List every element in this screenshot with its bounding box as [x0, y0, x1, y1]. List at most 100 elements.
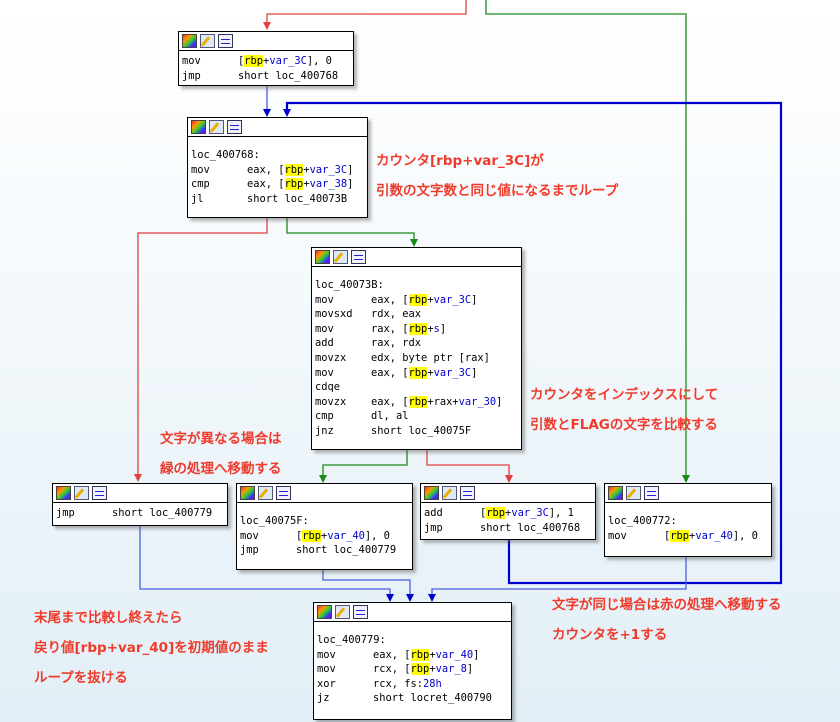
code-line[interactable]: mov[rbp+var_40], 0 [240, 529, 412, 544]
xref-list-icon[interactable] [276, 486, 291, 500]
highlighted-register: rbp [244, 55, 264, 67]
operand-text: short loc_400779 [112, 507, 213, 519]
block-jmp-400779[interactable]: jmp short loc_400779 [52, 483, 228, 526]
code-line[interactable]: add[rbp+var_3C], 1 [424, 506, 595, 521]
operand-text: short locret_400790 [373, 692, 492, 705]
operand-text: rcx, fs: [373, 677, 424, 690]
operand-text: eax, [ [371, 366, 409, 379]
stack-variable: var_40 [435, 648, 474, 661]
xref-list-icon[interactable] [460, 486, 475, 500]
instruction-mnemonic: jmp [56, 507, 75, 519]
block-loc_400772[interactable]: loc_400772: mov[rbp+var_40], 0 [604, 483, 772, 557]
block-toolbar [237, 484, 412, 503]
edit-pencil-icon[interactable] [626, 486, 641, 500]
operand-text: eax, [ [247, 178, 285, 191]
edit-pencil-icon[interactable] [442, 486, 457, 500]
graph-color-icon[interactable] [182, 34, 197, 48]
operand-text: + [429, 663, 436, 676]
xref-list-icon[interactable] [218, 34, 233, 48]
operand-text: ], 1 [548, 507, 574, 519]
xref-list-icon[interactable] [227, 120, 242, 134]
block-label[interactable]: loc_400772: [608, 515, 677, 527]
operand-text: ] [471, 293, 478, 306]
edit-pencil-icon[interactable] [209, 120, 224, 134]
operand-text: + [321, 529, 328, 542]
code-line[interactable]: cdqe [315, 380, 521, 395]
edit-pencil-icon[interactable] [200, 34, 215, 48]
highlighted-register: rbp [302, 529, 322, 542]
annotation-same: 文字が同じ場合は赤の処理へ移動する カウンタを+1する [552, 597, 782, 643]
graph-color-icon[interactable] [424, 486, 439, 500]
instruction-mnemonic: mov [315, 322, 334, 335]
graph-color-icon[interactable] [191, 120, 206, 134]
operand-text: [ [296, 529, 303, 542]
xref-list-icon[interactable] [644, 486, 659, 500]
xref-list-icon[interactable] [353, 605, 368, 619]
stack-variable: var_40 [695, 529, 733, 542]
graph-color-icon[interactable] [317, 605, 332, 619]
edit-pencil-icon[interactable] [335, 605, 350, 619]
instruction-mnemonic: mov [315, 366, 334, 379]
xref-list-icon[interactable] [92, 486, 107, 500]
edit-pencil-icon[interactable] [258, 486, 273, 500]
graph-color-icon[interactable] [315, 250, 330, 264]
block-label[interactable]: loc_400779: [317, 634, 386, 646]
operand-text: ] [439, 322, 447, 335]
code-line[interactable]: jmp short loc_400779 [56, 506, 227, 521]
graph-color-icon[interactable] [56, 486, 71, 500]
operand-text: eax, [ [373, 648, 411, 661]
operand-text: [ [480, 507, 487, 519]
blank-line [608, 506, 771, 514]
instruction-mnemonic: movsxd [315, 308, 353, 321]
code-line[interactable]: xor rcx, fs:28h [317, 677, 511, 692]
instruction-mnemonic: movzx [315, 395, 347, 408]
edge-jnz-true [319, 450, 408, 483]
operand-text: ], 0 [732, 529, 758, 542]
edit-pencil-icon[interactable] [74, 486, 89, 500]
graph-color-icon[interactable] [240, 486, 255, 500]
graph-color-icon[interactable] [608, 486, 623, 500]
edge-top-to-init [263, 0, 467, 30]
block-label[interactable]: loc_400768: [191, 149, 260, 161]
edit-pencil-icon[interactable] [333, 250, 348, 264]
code-line[interactable]: mov[rbp+var_40], 0 [608, 529, 771, 544]
xref-list-icon[interactable] [351, 250, 366, 264]
stack-variable: 28h [423, 677, 442, 690]
instruction-mnemonic: jnz [315, 424, 334, 437]
block-toolbar [188, 118, 367, 137]
block-toolbar [314, 603, 511, 622]
block-label[interactable]: loc_40075F: [240, 515, 309, 527]
block-label[interactable]: loc_40073B: [315, 279, 384, 291]
highlighted-register: rbp [408, 293, 428, 306]
highlighted-register: rbp [408, 366, 428, 379]
operand-text: dl, al [371, 410, 409, 423]
code-line[interactable]: mov[rbp+var_3C], 0 [182, 54, 353, 69]
instruction-mnemonic: xor [317, 677, 336, 690]
operand-text: + [427, 293, 434, 306]
block-toolbar [179, 32, 353, 51]
